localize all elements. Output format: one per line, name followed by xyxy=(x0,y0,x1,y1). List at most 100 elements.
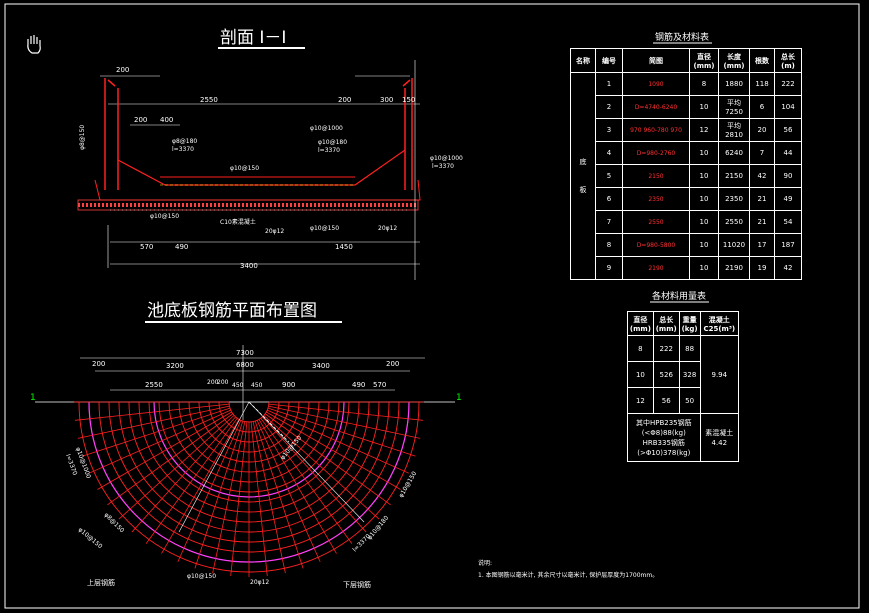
rebar-cell-len: 平均7250 xyxy=(718,95,750,119)
rebar-cell-d: 10 xyxy=(689,256,719,280)
rebar-radial xyxy=(268,403,424,421)
pan-hand-icon[interactable] xyxy=(27,35,41,54)
mat-plain: 素混凝土 4.42 xyxy=(699,413,740,462)
section-dim-top-4: 150 xyxy=(402,96,415,104)
mat-header-concrete: 混凝土C25(m³) xyxy=(699,311,740,336)
rebar-header-d: 直径(mm) xyxy=(689,48,719,73)
section-label-7: 20φ12 xyxy=(265,228,284,235)
section-label-1b: l=3370 xyxy=(172,146,194,153)
plan-dim-row3-7: 570 xyxy=(373,381,386,389)
plan-dim-half: 6800 xyxy=(236,361,254,369)
rebar-cell-total: 44 xyxy=(774,141,802,165)
plan-dim-row3-2: 200 xyxy=(217,379,229,386)
rebar-cell-n: 6 xyxy=(749,95,775,119)
rebar-radial xyxy=(254,420,304,569)
rebar-radial xyxy=(266,411,401,490)
rebar-ring xyxy=(228,401,270,423)
section-label-3b: l=3370 xyxy=(318,147,340,154)
rebar-cell-len: 1880 xyxy=(718,72,750,96)
leader-line xyxy=(248,401,290,443)
rebar-radial xyxy=(230,421,248,577)
section-title: 剖面 I－I xyxy=(220,28,286,48)
section-label-10b: l=3370 xyxy=(432,163,454,170)
section-label-2: φ10@1000 xyxy=(310,125,343,132)
rebar-radial xyxy=(194,420,244,569)
mat-row-0-w: 88 xyxy=(678,335,701,362)
plan-label-l4: 20φ12 xyxy=(250,579,269,586)
plan-dim-row2-1: 3200 xyxy=(166,362,184,370)
mat-row-1-w: 328 xyxy=(678,361,701,388)
rebar-radial xyxy=(131,416,236,533)
note-text: 1. 本图钢筋以毫米计, 其余尺寸以毫米计, 保护层厚度为1700mm。 xyxy=(478,571,658,579)
rebar-cell-no: 2 xyxy=(595,95,623,119)
rebar-cell-total: 104 xyxy=(774,95,802,119)
mat-plain-val: 4.42 xyxy=(711,438,728,447)
plan-dim-row3-1: 200 xyxy=(207,379,219,386)
rebar-radial xyxy=(267,409,410,474)
rebar-radial xyxy=(212,421,246,574)
plan-dim-overall: 7300 xyxy=(236,349,254,357)
section-dim-bottom-2: 1450 xyxy=(335,243,353,251)
plan-label-lower: 下层钢筋 xyxy=(343,580,371,589)
rebar-cell-no: 1 xyxy=(595,72,623,96)
section-label-9: 20φ12 xyxy=(378,225,397,232)
rebar-cell-sketch: 2550 xyxy=(622,210,690,234)
material-table-title: 各材料用量表 xyxy=(652,290,706,302)
section-dim-top-0: 200 xyxy=(116,66,129,74)
rebar-cell-sketch: 2190 xyxy=(622,256,690,280)
rebar-cell-total: 187 xyxy=(774,233,802,257)
rebar-cell-sketch: 2350 xyxy=(622,187,690,211)
mat-row-0-d: 8 xyxy=(627,335,654,362)
rebar-cell-n: 7 xyxy=(749,141,775,165)
rebar-cell-total: 90 xyxy=(774,164,802,188)
rebar-cell-n: 21 xyxy=(749,210,775,234)
rebar-cell-len: 2190 xyxy=(718,256,750,280)
rebar-cell-d: 10 xyxy=(689,164,719,188)
rebar-cell-len: 2150 xyxy=(718,164,750,188)
plan-label-l1: φ10@1000 xyxy=(74,446,92,479)
rebar-cell-n: 42 xyxy=(749,164,775,188)
mat-plain-label: 素混凝土 xyxy=(705,428,734,437)
rebar-radial xyxy=(264,413,391,506)
rebar-cell-n: 21 xyxy=(749,187,775,211)
rebar-radial xyxy=(252,421,286,574)
rebar-radial xyxy=(262,416,367,533)
rebar-cell-n: 118 xyxy=(749,72,775,96)
section-label-1: φ8@180 xyxy=(172,138,197,145)
rebar-cell-total: 49 xyxy=(774,187,802,211)
mat-header-d: 直径(mm) xyxy=(627,311,654,336)
mat-summary-1: 其中HPB235钢筋 xyxy=(635,418,692,427)
mat-header-w: 重量(kg) xyxy=(678,311,701,336)
rebar-radial xyxy=(118,415,235,520)
section-dim-bottom-0: 570 xyxy=(140,243,153,251)
section-label-4: φ10@150 xyxy=(230,165,259,172)
rebar-cell-sketch: D=980-5800 xyxy=(622,233,690,257)
rebar-cell-d: 12 xyxy=(689,118,719,142)
rebar-cell-n: 20 xyxy=(749,118,775,142)
rebar-radial xyxy=(250,421,268,577)
mat-summary-3: HRB335钢筋 xyxy=(642,438,685,447)
mat-concrete: 9.94 xyxy=(699,335,740,414)
plan-label-l9: φ10@150 xyxy=(398,470,419,499)
rebar-cell-sketch: D=4740-6240 xyxy=(622,95,690,119)
plan-dim-row2-0: 200 xyxy=(92,360,105,368)
rebar-cell-d: 8 xyxy=(689,72,719,96)
plan-dim-row2-3: 200 xyxy=(386,360,399,368)
rebar-cell-no: 6 xyxy=(595,187,623,211)
mat-row-1-len: 526 xyxy=(652,361,680,388)
section-dim-top-3: 300 xyxy=(380,96,393,104)
section-dim-top-2: 200 xyxy=(338,96,351,104)
rebar-radial xyxy=(82,407,231,457)
rebar-cell-no: 8 xyxy=(595,233,623,257)
section-drawing xyxy=(77,60,421,280)
rebar-radial xyxy=(268,405,421,439)
rebar-cell-d: 10 xyxy=(689,233,719,257)
mat-row-2-d: 12 xyxy=(627,387,654,414)
rebar-table-title: 钢筋及材料表 xyxy=(655,31,709,43)
